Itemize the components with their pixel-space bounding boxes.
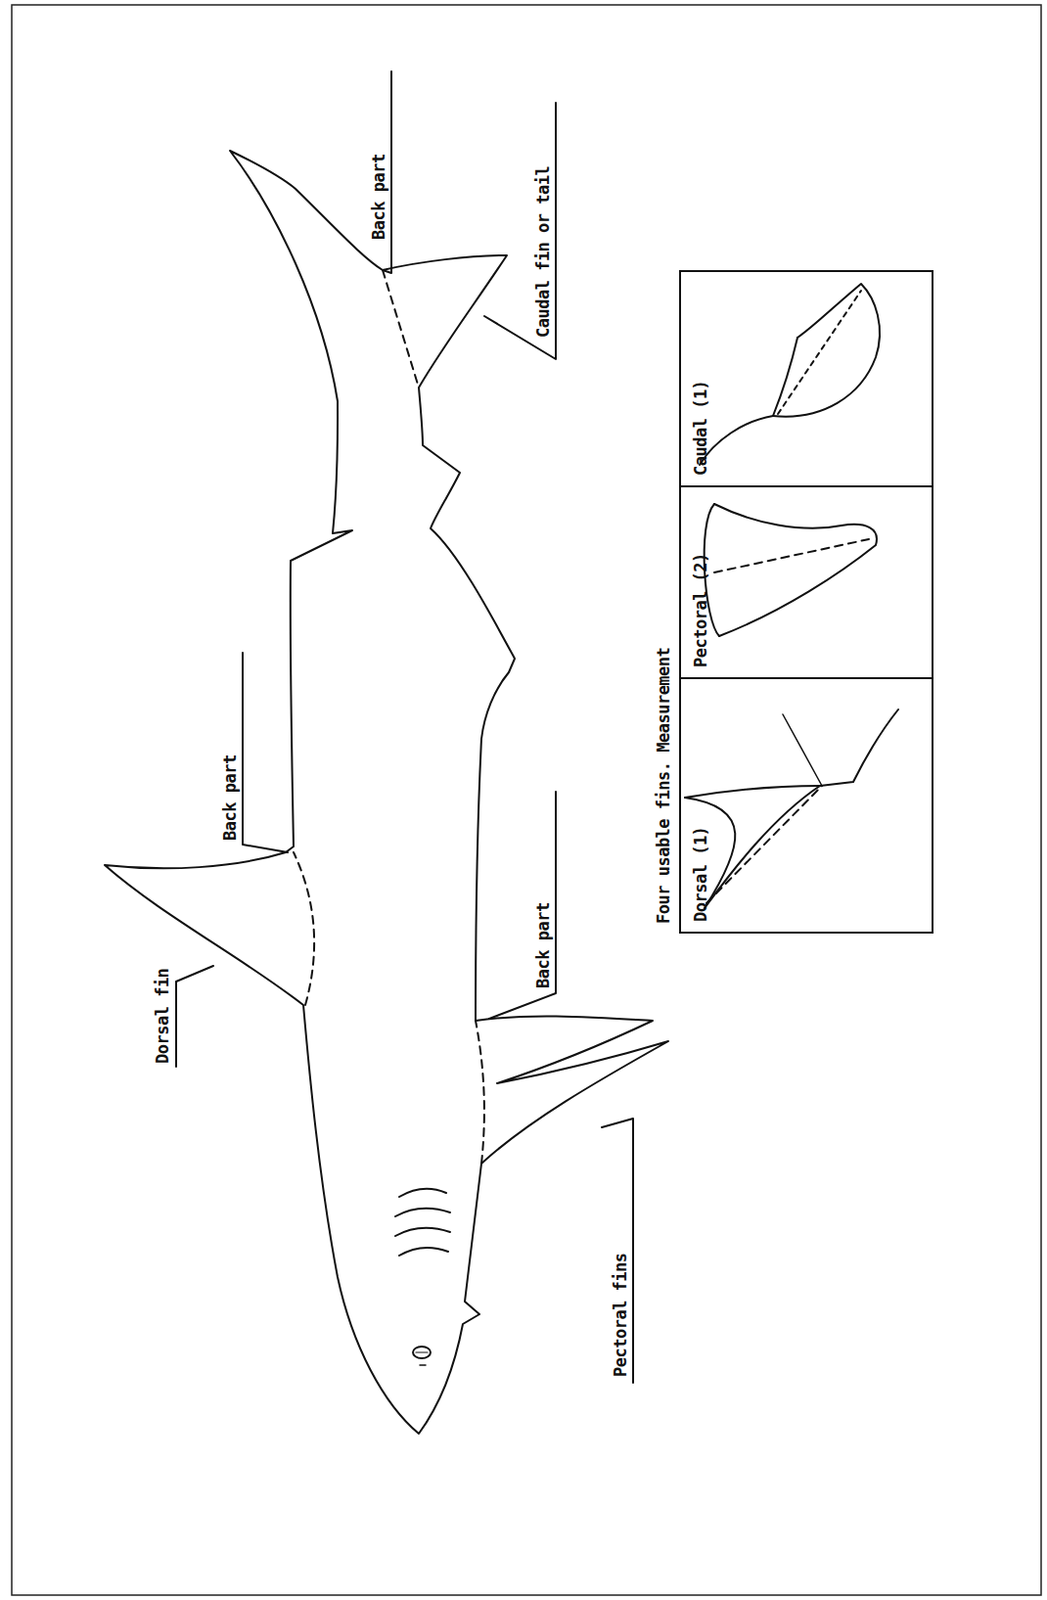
- part-label: Back part: [533, 902, 553, 989]
- box-heading: Four usable fins. Measurement: [653, 647, 674, 924]
- fin-panel: Caudal (1): [681, 272, 932, 486]
- part-label: Back part: [220, 754, 240, 841]
- part-label: Dorsal fin: [152, 968, 173, 1064]
- panel-title: Caudal (1): [690, 380, 711, 476]
- part-label: Caudal fin or tail: [533, 166, 553, 338]
- fin-panel: Pectoral (2): [681, 485, 932, 678]
- panel-title: Dorsal (1): [690, 826, 711, 922]
- part-label: Pectoral fins: [610, 1252, 631, 1377]
- part-label: Back part: [368, 153, 389, 240]
- fin-panel: Dorsal (1): [681, 677, 932, 932]
- measurement-box: Four usable fins. MeasurementDorsal (1)P…: [679, 270, 934, 934]
- panel-title: Pectoral (2): [690, 552, 711, 668]
